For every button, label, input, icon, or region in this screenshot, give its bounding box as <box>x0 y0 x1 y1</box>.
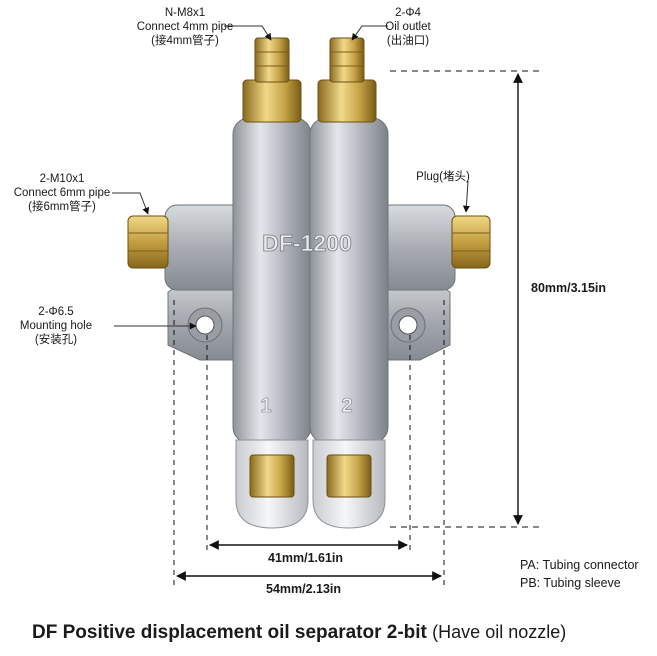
callout-side-thread-line2: Connect 6mm pipe <box>13 187 111 199</box>
callout-side-thread-line3: (接6mm管子) <box>28 201 96 213</box>
callout-mounting-hole-line1: 2-Φ6.5 <box>38 306 74 318</box>
callout-inlet-thread: N-M8x1 Connect 4mm pipe (接4mm管子) <box>130 6 240 48</box>
side-plug-right <box>451 215 491 269</box>
callout-side-thread: 2-M10x1 Connect 6mm pipe (接6mm管子) <box>4 172 120 214</box>
callout-oil-outlet-line2: Oil outlet <box>385 21 431 33</box>
callout-oil-outlet: 2-Φ4 Oil outlet (出油口) <box>368 6 448 48</box>
legend-notes: PA: Tubing connector PB: Tubing sleeve <box>520 556 639 592</box>
dimension-hole-spacing-label: 41mm/1.61in <box>268 551 344 565</box>
callout-mounting-hole: 2-Φ6.5 Mounting hole (安装孔) <box>6 305 106 347</box>
note-pb: PB: Tubing sleeve <box>520 576 621 590</box>
dimension-lines <box>173 70 540 585</box>
callout-oil-outlet-line3: (出油口) <box>386 35 430 47</box>
top-fitting-right <box>317 37 377 123</box>
product-title-main: DF Positive displacement oil separator 2… <box>32 622 427 643</box>
callout-side-thread-line1: 2-M10x1 <box>39 173 85 185</box>
oil-nozzle-1 <box>235 439 309 529</box>
oil-nozzle-2 <box>312 439 386 529</box>
note-pa: PA: Tubing connector <box>520 558 639 572</box>
top-fitting-left <box>242 37 302 123</box>
plunger-column-1 <box>232 117 312 444</box>
dimension-height-label: 80mm/3.15in <box>531 281 607 295</box>
callout-leaders <box>112 25 470 330</box>
body-marking: DF-1200 <box>262 230 351 256</box>
callout-inlet-thread-line2: Connect 4mm pipe <box>136 21 234 33</box>
callout-mounting-hole-line2: Mounting hole <box>19 320 93 332</box>
callout-inlet-thread-line3: (接4mm管子) <box>151 35 219 47</box>
side-fitting-left <box>127 215 169 269</box>
callout-plug-line1: Plug(堵头) <box>416 171 470 183</box>
product-title: DF Positive displacement oil separator 2… <box>32 622 566 644</box>
callout-plug: Plug(堵头) <box>408 170 478 184</box>
callout-inlet-thread-line1: N-M8x1 <box>164 7 206 19</box>
callout-oil-outlet-line1: 2-Φ4 <box>395 7 421 19</box>
outlet-number-2: 2 <box>341 395 352 417</box>
callout-mounting-hole-line3: (安装孔) <box>34 334 78 346</box>
dimension-overall-width-label: 54mm/2.13in <box>266 582 342 596</box>
outlet-number-1: 1 <box>260 395 271 417</box>
product-title-suffix: (Have oil nozzle) <box>432 622 567 642</box>
